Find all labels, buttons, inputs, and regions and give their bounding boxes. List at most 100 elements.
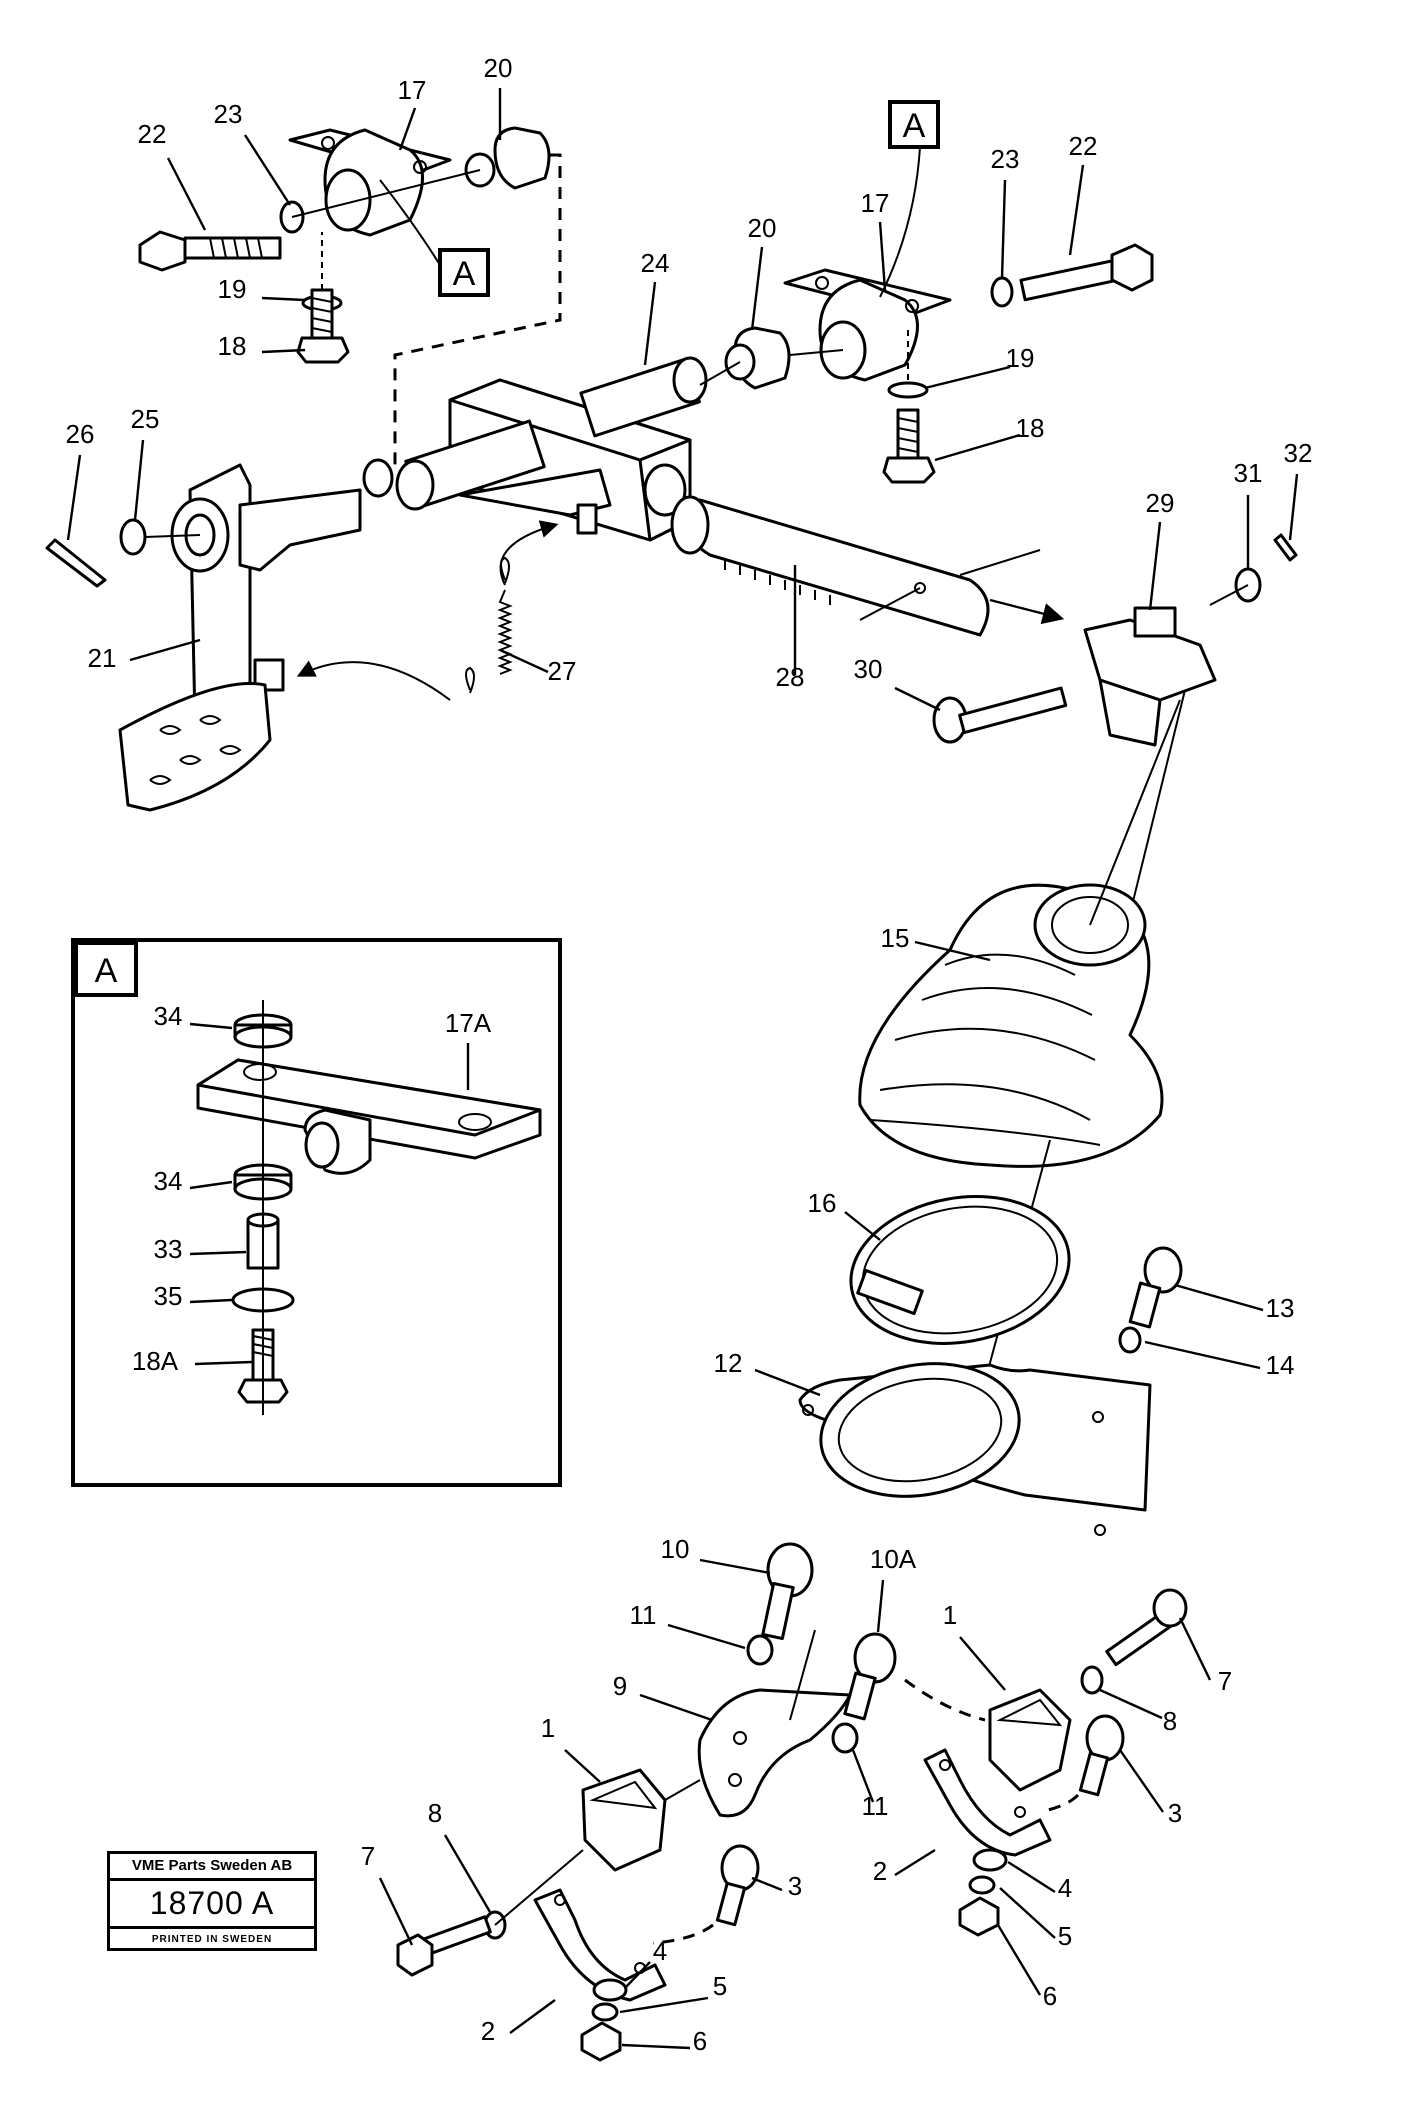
leader-line-6 [621,2043,691,2050]
part-label-4: 4 [653,1936,667,1966]
part-label-27: 27 [548,656,577,686]
leader-line-9 [639,1693,713,1722]
washer-11-right [831,1722,859,1754]
washer-14 [1118,1326,1142,1354]
bolt-7-left [396,1915,492,1977]
leader-line-2 [894,1848,936,1877]
leader-line-8 [443,1834,492,1913]
part-label-10: 10 [661,1534,690,1564]
stamp-drawing-number: 18700 A [110,1881,314,1929]
part-label-34: 34 [154,1166,183,1196]
part-label-25: 25 [131,404,160,434]
leader-line-7 [378,1877,414,1946]
part-label-18: 18 [1016,413,1045,443]
part-label-26: 26 [66,419,95,449]
part-label-32: 32 [1284,438,1313,468]
leader-line-11 [667,1623,746,1650]
leader-line-23 [1000,179,1007,279]
part-label-18a: 18A [132,1346,179,1376]
leader-line-25 [133,439,145,521]
lever-body-24 [362,356,708,542]
part-label-22: 22 [1069,131,1098,161]
leader-line-10 [699,1558,771,1575]
leader-line-1 [564,1749,601,1783]
bracket-17-right [783,268,952,382]
nut-6-right [958,1896,1000,1937]
leader-line-2 [509,1999,556,2034]
leader-line-13 [1174,1283,1264,1312]
leader-line-5 [999,1887,1056,1939]
cotter-pin-26 [45,538,107,588]
bolt-3-right [1078,1714,1125,1797]
leader-line-6 [996,1924,1042,1996]
leader-line-22 [1068,164,1085,256]
leader-line-22 [166,157,207,231]
leader-line-29 [1148,521,1162,611]
mounting-plate-12 [798,1362,1152,1536]
leader-line-7 [1178,1617,1212,1681]
part-label-5: 5 [1058,1921,1072,1951]
washer-4-right [972,1848,1008,1872]
part-label-15: 15 [881,923,910,953]
part-label-17: 17 [398,75,427,105]
nut-6-left [580,2021,622,2062]
rubber-mount-1-left [581,1768,667,1872]
leader-line-32 [1288,473,1299,541]
leader-line-18 [261,348,306,354]
part-label-8: 8 [1163,1706,1177,1736]
leader-line-34 [189,1022,233,1030]
washer-23-right [990,276,1014,308]
part-label-8: 8 [428,1798,442,1828]
leader-line-4 [624,1961,651,1989]
rubber-boot-15 [858,883,1164,1168]
leader-line-18a [194,1360,253,1366]
part-label-11: 11 [630,1600,657,1630]
part-label-6: 6 [1043,1981,1057,2011]
part-label-13: 13 [1266,1293,1295,1323]
part-label-22: 22 [138,119,167,149]
bracket-9 [697,1688,852,1818]
part-label-28: 28 [776,662,805,692]
part-label-4: 4 [1058,1873,1072,1903]
leader-line-35 [189,1298,233,1304]
leader-line-17 [398,107,417,151]
part-label-35: 35 [154,1281,183,1311]
fork-29 [1083,606,1217,747]
part-label-24: 24 [641,248,670,278]
cotter-pin-32 [1273,533,1298,562]
part-label-23: 23 [214,99,243,129]
drawing-stamp: VME Parts Sweden AB 18700 A PRINTED IN S… [107,1851,317,1951]
part-label-12: 12 [714,1348,743,1378]
part-label-5: 5 [713,1971,727,2001]
part-label-30: 30 [854,654,883,684]
part-label-34: 34 [154,1001,183,1031]
part-label-1: 1 [541,1713,555,1743]
part-label-20: 20 [748,213,777,243]
part-label-31: 31 [1234,458,1263,488]
bolt-22-right [1019,243,1154,302]
washer-11-left [746,1634,774,1666]
washer-25 [119,518,147,556]
part-label-17: 17 [861,188,890,218]
bracket-17-left [288,128,452,237]
leader-line-19 [924,365,1011,390]
part-label-3: 3 [1168,1798,1182,1828]
leader-line-1 [959,1636,1006,1691]
grommet-34-bottom [233,1163,293,1201]
bolt-18-right [882,408,936,484]
bolt-10a [843,1632,897,1721]
part-label-2: 2 [873,1856,887,1886]
leader-line-27 [499,648,549,674]
part-label-2: 2 [481,2016,495,2046]
bushing-20-left [464,126,551,190]
leader-line-24 [643,281,657,366]
bolt-3-left [715,1844,760,1927]
part-label-6: 6 [693,2026,707,2056]
rubber-mount-1-right [988,1688,1072,1792]
washer-4-left [592,1978,628,2002]
svg-text:A: A [453,255,476,293]
detail-marker-a-left: A [379,179,490,297]
part-label-21: 21 [88,643,117,673]
leader-line-15 [914,940,991,962]
bushing-20-right [724,326,791,390]
